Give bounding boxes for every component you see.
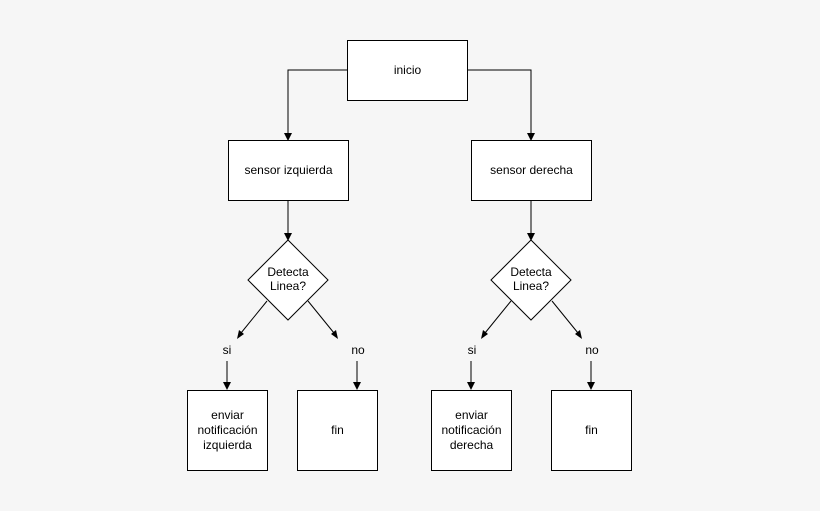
arrowhead-right-decision bbox=[527, 233, 535, 241]
left-end-node: fin bbox=[297, 390, 378, 471]
arrowhead-left-no bbox=[331, 330, 338, 339]
arrowhead-left-yes bbox=[237, 330, 244, 339]
right-end-node: fin bbox=[551, 390, 632, 471]
edge-left-decision-yes bbox=[240, 300, 268, 334]
left-decision-diamond bbox=[247, 239, 329, 321]
right-notify-line-2: notificación bbox=[441, 423, 501, 437]
arrowhead-right-no-end bbox=[587, 382, 595, 390]
left-sensor-label: sensor izquierda bbox=[244, 163, 332, 177]
right-decision-line-1: Detecta bbox=[510, 265, 552, 279]
right-end-box bbox=[551, 390, 632, 471]
right-notify-node: enviar notificación derecha bbox=[431, 390, 512, 471]
right-no-label: no bbox=[585, 343, 599, 357]
left-end-label: fin bbox=[331, 423, 344, 437]
start-label: inicio bbox=[394, 63, 422, 77]
arrowhead-right-sensor bbox=[527, 133, 535, 141]
left-end-box bbox=[297, 390, 378, 471]
right-decision-node: Detecta Linea? bbox=[490, 239, 572, 321]
right-sensor-box bbox=[471, 140, 592, 201]
start-box bbox=[347, 40, 468, 101]
left-notify-line-1: enviar bbox=[211, 408, 244, 422]
left-yes-label: si bbox=[223, 343, 232, 357]
left-notify-line-3: izquierda bbox=[203, 438, 252, 452]
arrowhead-right-no bbox=[575, 330, 582, 339]
edge-right-decision-no bbox=[551, 300, 579, 334]
arrowhead-left-decision bbox=[284, 233, 292, 241]
left-notify-node: enviar notificación izquierda bbox=[187, 390, 268, 471]
left-decision-line-2: Linea? bbox=[270, 279, 306, 293]
arrowhead-left-no-end bbox=[353, 382, 361, 390]
edge-start-to-left-sensor bbox=[287, 69, 347, 134]
edge-start-to-right-sensor bbox=[468, 69, 532, 134]
right-notify-line-1: enviar bbox=[455, 408, 488, 422]
right-notify-line-3: derecha bbox=[450, 438, 494, 452]
right-decision-line-2: Linea? bbox=[513, 279, 549, 293]
arrowhead-left-yes-action bbox=[223, 382, 231, 390]
arrowhead-right-yes-action bbox=[467, 382, 475, 390]
left-notify-box bbox=[187, 390, 268, 471]
right-notify-box bbox=[431, 390, 512, 471]
right-sensor-node: sensor derecha bbox=[471, 140, 592, 201]
left-decision-node: Detecta Linea? bbox=[247, 239, 329, 321]
edge-left-decision-no bbox=[307, 300, 335, 334]
right-decision-diamond bbox=[490, 239, 572, 321]
edges bbox=[223, 69, 595, 390]
left-sensor-node: sensor izquierda bbox=[228, 140, 349, 201]
edge-right-decision-yes bbox=[484, 300, 512, 334]
left-no-label: no bbox=[351, 343, 365, 357]
arrowhead-left-sensor bbox=[284, 133, 292, 141]
right-end-label: fin bbox=[585, 423, 598, 437]
arrowhead-right-yes bbox=[481, 330, 488, 339]
start-node: inicio bbox=[347, 40, 468, 101]
left-sensor-box bbox=[228, 140, 349, 201]
left-notify-line-2: notificación bbox=[197, 423, 257, 437]
right-yes-label: si bbox=[468, 343, 477, 357]
right-sensor-label: sensor derecha bbox=[490, 163, 573, 177]
left-decision-line-1: Detecta bbox=[267, 265, 309, 279]
